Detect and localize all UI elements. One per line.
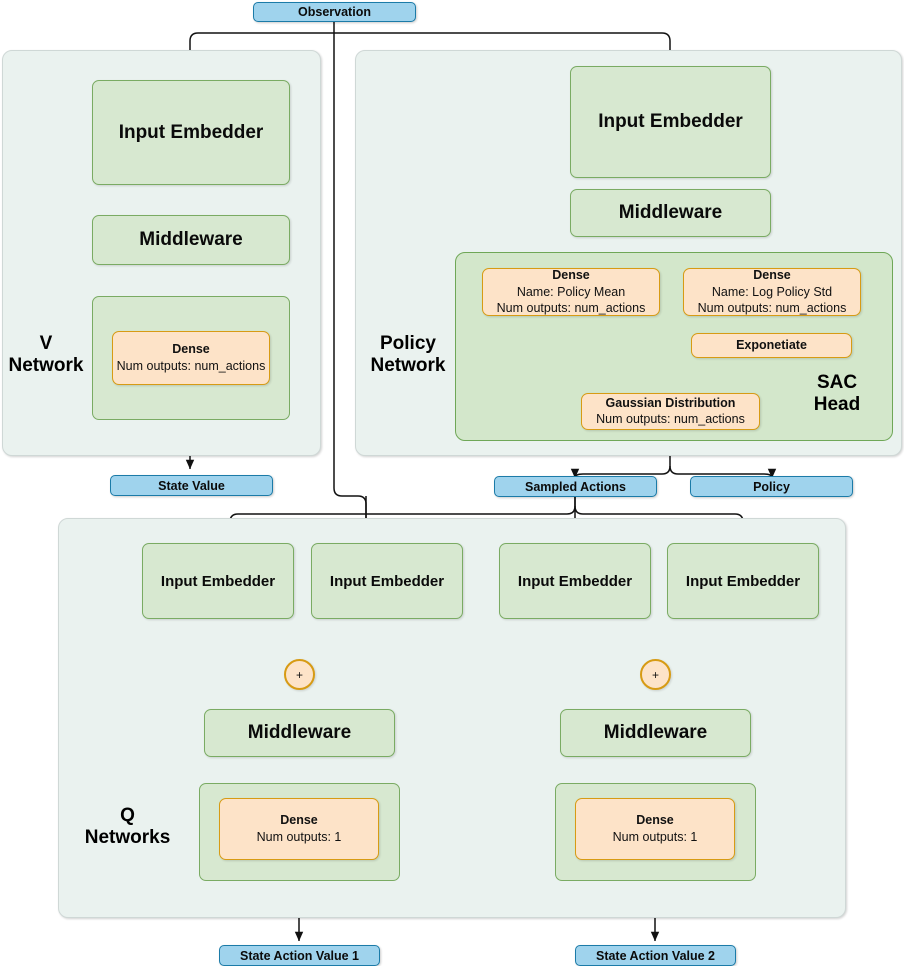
q2-middleware-label: Middleware: [603, 722, 708, 743]
q1-input-embedder-a[interactable]: Input Embedder: [142, 543, 294, 619]
sac-dense-policy-mean-name: Name: Policy Mean: [516, 284, 626, 299]
io-sampled-actions[interactable]: Sampled Actions: [494, 476, 657, 497]
q2-dense-title: Dense: [636, 813, 674, 828]
v-middleware[interactable]: Middleware: [92, 215, 290, 265]
policy-input-embedder-label: Input Embedder: [598, 111, 743, 132]
group-label-policy-network: Policy Network: [370, 333, 446, 377]
sac-dense-log-policy-std-name: Name: Log Policy Std: [711, 284, 833, 299]
v-dense[interactable]: Dense Num outputs: num_actions: [112, 331, 270, 385]
group-label-sac-head: SAC Head: [813, 372, 861, 416]
sac-dense-policy-mean[interactable]: Dense Name: Policy Mean Num outputs: num…: [482, 268, 660, 316]
q2-dense-outputs: Num outputs: 1: [612, 829, 698, 844]
q2-input-embedder-a[interactable]: Input Embedder: [499, 543, 651, 619]
q1-middleware-label: Middleware: [247, 722, 352, 743]
io-state-value[interactable]: State Value: [110, 475, 273, 496]
q1-adder-label: +: [295, 667, 303, 682]
group-label-q-networks: Q Networks: [84, 805, 171, 849]
sac-gaussian-title: Gaussian Distribution: [605, 395, 736, 410]
q2-input-embedder-b[interactable]: Input Embedder: [667, 543, 819, 619]
q1-input-embedder-a-label: Input Embedder: [160, 572, 276, 590]
v-middleware-label: Middleware: [139, 229, 243, 250]
sac-dense-policy-mean-title: Dense: [552, 267, 590, 282]
io-policy[interactable]: Policy: [690, 476, 853, 497]
v-input-embedder-label: Input Embedder: [118, 121, 264, 143]
v-dense-title: Dense: [172, 342, 210, 357]
q1-dense[interactable]: Dense Num outputs: 1: [219, 798, 379, 860]
sac-dense-log-policy-std-outputs: Num outputs: num_actions: [697, 300, 847, 315]
v-dense-outputs: Num outputs: num_actions: [116, 358, 266, 373]
io-state-action-value-1[interactable]: State Action Value 1: [219, 945, 380, 966]
sac-exponetiate-label: Exponetiate: [736, 337, 807, 352]
q1-middleware[interactable]: Middleware: [204, 709, 395, 757]
policy-middleware[interactable]: Middleware: [570, 189, 771, 237]
sac-dense-policy-mean-outputs: Num outputs: num_actions: [496, 300, 646, 315]
q2-input-embedder-a-label: Input Embedder: [517, 572, 633, 590]
v-input-embedder[interactable]: Input Embedder: [92, 80, 290, 185]
q2-adder[interactable]: +: [640, 659, 671, 690]
q2-adder-label: +: [651, 667, 659, 682]
q1-adder[interactable]: +: [284, 659, 315, 690]
q2-input-embedder-b-label: Input Embedder: [685, 572, 801, 590]
q2-middleware[interactable]: Middleware: [560, 709, 751, 757]
sac-exponetiate[interactable]: Exponetiate: [691, 333, 852, 358]
q1-dense-outputs: Num outputs: 1: [256, 829, 342, 844]
sac-dense-log-policy-std[interactable]: Dense Name: Log Policy Std Num outputs: …: [683, 268, 861, 316]
q2-dense[interactable]: Dense Num outputs: 1: [575, 798, 735, 860]
sac-gaussian-outputs: Num outputs: num_actions: [596, 412, 745, 427]
group-label-v-network: V Network: [8, 333, 84, 377]
io-observation[interactable]: Observation: [253, 2, 416, 22]
q1-input-embedder-b[interactable]: Input Embedder: [311, 543, 463, 619]
io-state-action-value-2[interactable]: State Action Value 2: [575, 945, 736, 966]
sac-gaussian-distribution[interactable]: Gaussian Distribution Num outputs: num_a…: [581, 393, 760, 430]
policy-middleware-label: Middleware: [618, 202, 723, 223]
sac-dense-log-policy-std-title: Dense: [753, 267, 791, 282]
q1-input-embedder-b-label: Input Embedder: [329, 572, 445, 590]
q1-dense-title: Dense: [280, 813, 318, 828]
policy-input-embedder[interactable]: Input Embedder: [570, 66, 771, 178]
